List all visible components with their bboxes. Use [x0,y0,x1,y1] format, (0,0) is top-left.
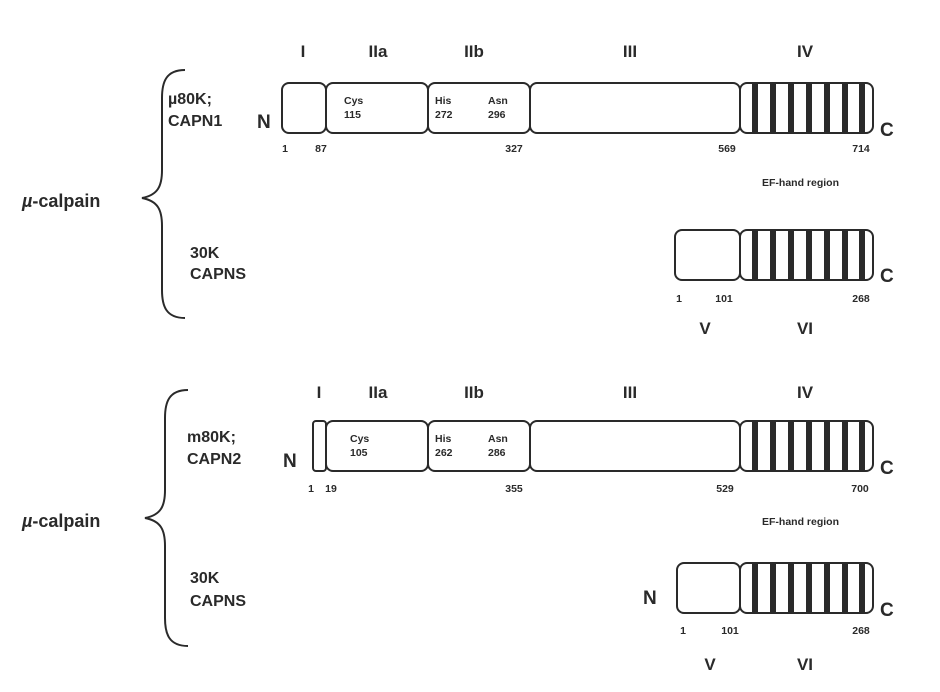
ef-hand-label: EF-hand region [762,516,839,528]
complex-brace [141,69,186,319]
domain-footer-v: V [704,655,716,674]
domain-iia-box [325,82,429,134]
domain-i-box [281,82,327,134]
domain-iii-box [529,82,741,134]
position-label: 1 [282,143,288,155]
domain-header-iii: III [623,383,637,402]
complex-label: µ-calpain [21,511,100,531]
residue-asn-number: 286 [488,447,506,459]
small-subunit-label-1: 30K [190,245,220,262]
domain-iib-box [427,82,531,134]
position-label: 1 [680,625,686,637]
domain-header-i: I [317,383,322,402]
position-label: 268 [852,293,870,305]
domain-iii-box [529,420,741,472]
position-label: 569 [718,143,736,155]
residue-asn-name: Asn [488,433,508,445]
position-label: 1 [308,483,314,495]
large-subunit-label-1: µ80K; [168,91,212,108]
domain-header-iib: IIb [464,42,484,61]
domain-footer-vi: VI [797,655,813,674]
domain-v-box [674,229,741,281]
residue-cys-number: 105 [350,447,368,459]
complex-name: -calpain [32,191,100,211]
position-label: 87 [315,143,327,155]
residue-his-number: 262 [435,447,453,459]
position-label: 101 [715,293,733,305]
domain-iib-box [427,420,531,472]
position-label: 355 [505,483,523,495]
position-label: 529 [716,483,734,495]
complex-brace [144,389,189,647]
residue-cys-number: 115 [344,109,361,121]
domain-header-iib: IIb [464,383,484,402]
complex-label: µ-calpain [21,191,100,211]
position-label: 101 [721,625,739,637]
complex-name: -calpain [32,511,100,531]
large-subunit-label-1: m80K; [187,429,236,446]
position-label: 1 [676,293,682,305]
position-label: 19 [325,483,337,495]
large-subunit-label-2: CAPN2 [187,451,241,468]
domain-i-box [312,420,327,472]
residue-cys-name: Cys [344,95,363,107]
panel-1: I IIa IIb III IV µ-calpain µ80K; CAPN1 N… [21,42,894,338]
complex-prefix: µ [21,511,33,531]
large-subunit-label-2: CAPN1 [168,113,222,130]
residue-his-number: 272 [435,109,453,121]
position-label: 714 [852,143,870,155]
domain-v-box [676,562,741,614]
small-subunit-label-1: 30K [190,570,220,587]
residue-cys-name: Cys [350,433,369,445]
domain-header-i: I [301,42,306,61]
panel-2: I IIa IIb III IV µ-calpain m80K; CAPN2 N… [21,383,894,674]
domain-iia-box [325,420,429,472]
domain-footer-vi: VI [797,319,813,338]
domain-header-iv: IV [797,383,814,402]
small-subunit-label-2: CAPNS [190,593,246,610]
ef-hand-stripes [752,564,865,612]
ef-hand-label: EF-hand region [762,177,839,189]
ef-hand-stripes [752,422,865,470]
n-terminus: N [643,588,657,609]
domain-header-iii: III [623,42,637,61]
c-terminus: C [880,266,894,287]
residue-his-name: His [435,95,452,107]
ef-hand-stripes [752,84,865,132]
position-label: 700 [851,483,869,495]
n-terminus: N [283,451,297,472]
domain-header-iia: IIa [369,42,388,61]
small-subunit-label-2: CAPNS [190,266,246,283]
c-terminus: C [880,600,894,621]
c-terminus: C [880,120,894,141]
complex-prefix: µ [21,191,33,211]
n-terminus: N [257,112,271,133]
ef-hand-stripes [752,231,865,279]
domain-header-iia: IIa [369,383,388,402]
position-label: 268 [852,625,870,637]
c-terminus: C [880,458,894,479]
residue-asn-name: Asn [488,95,508,107]
position-label: 327 [505,143,523,155]
domain-footer-v: V [699,319,711,338]
domain-header-iv: IV [797,42,814,61]
residue-asn-number: 296 [488,109,506,121]
residue-his-name: His [435,433,452,445]
